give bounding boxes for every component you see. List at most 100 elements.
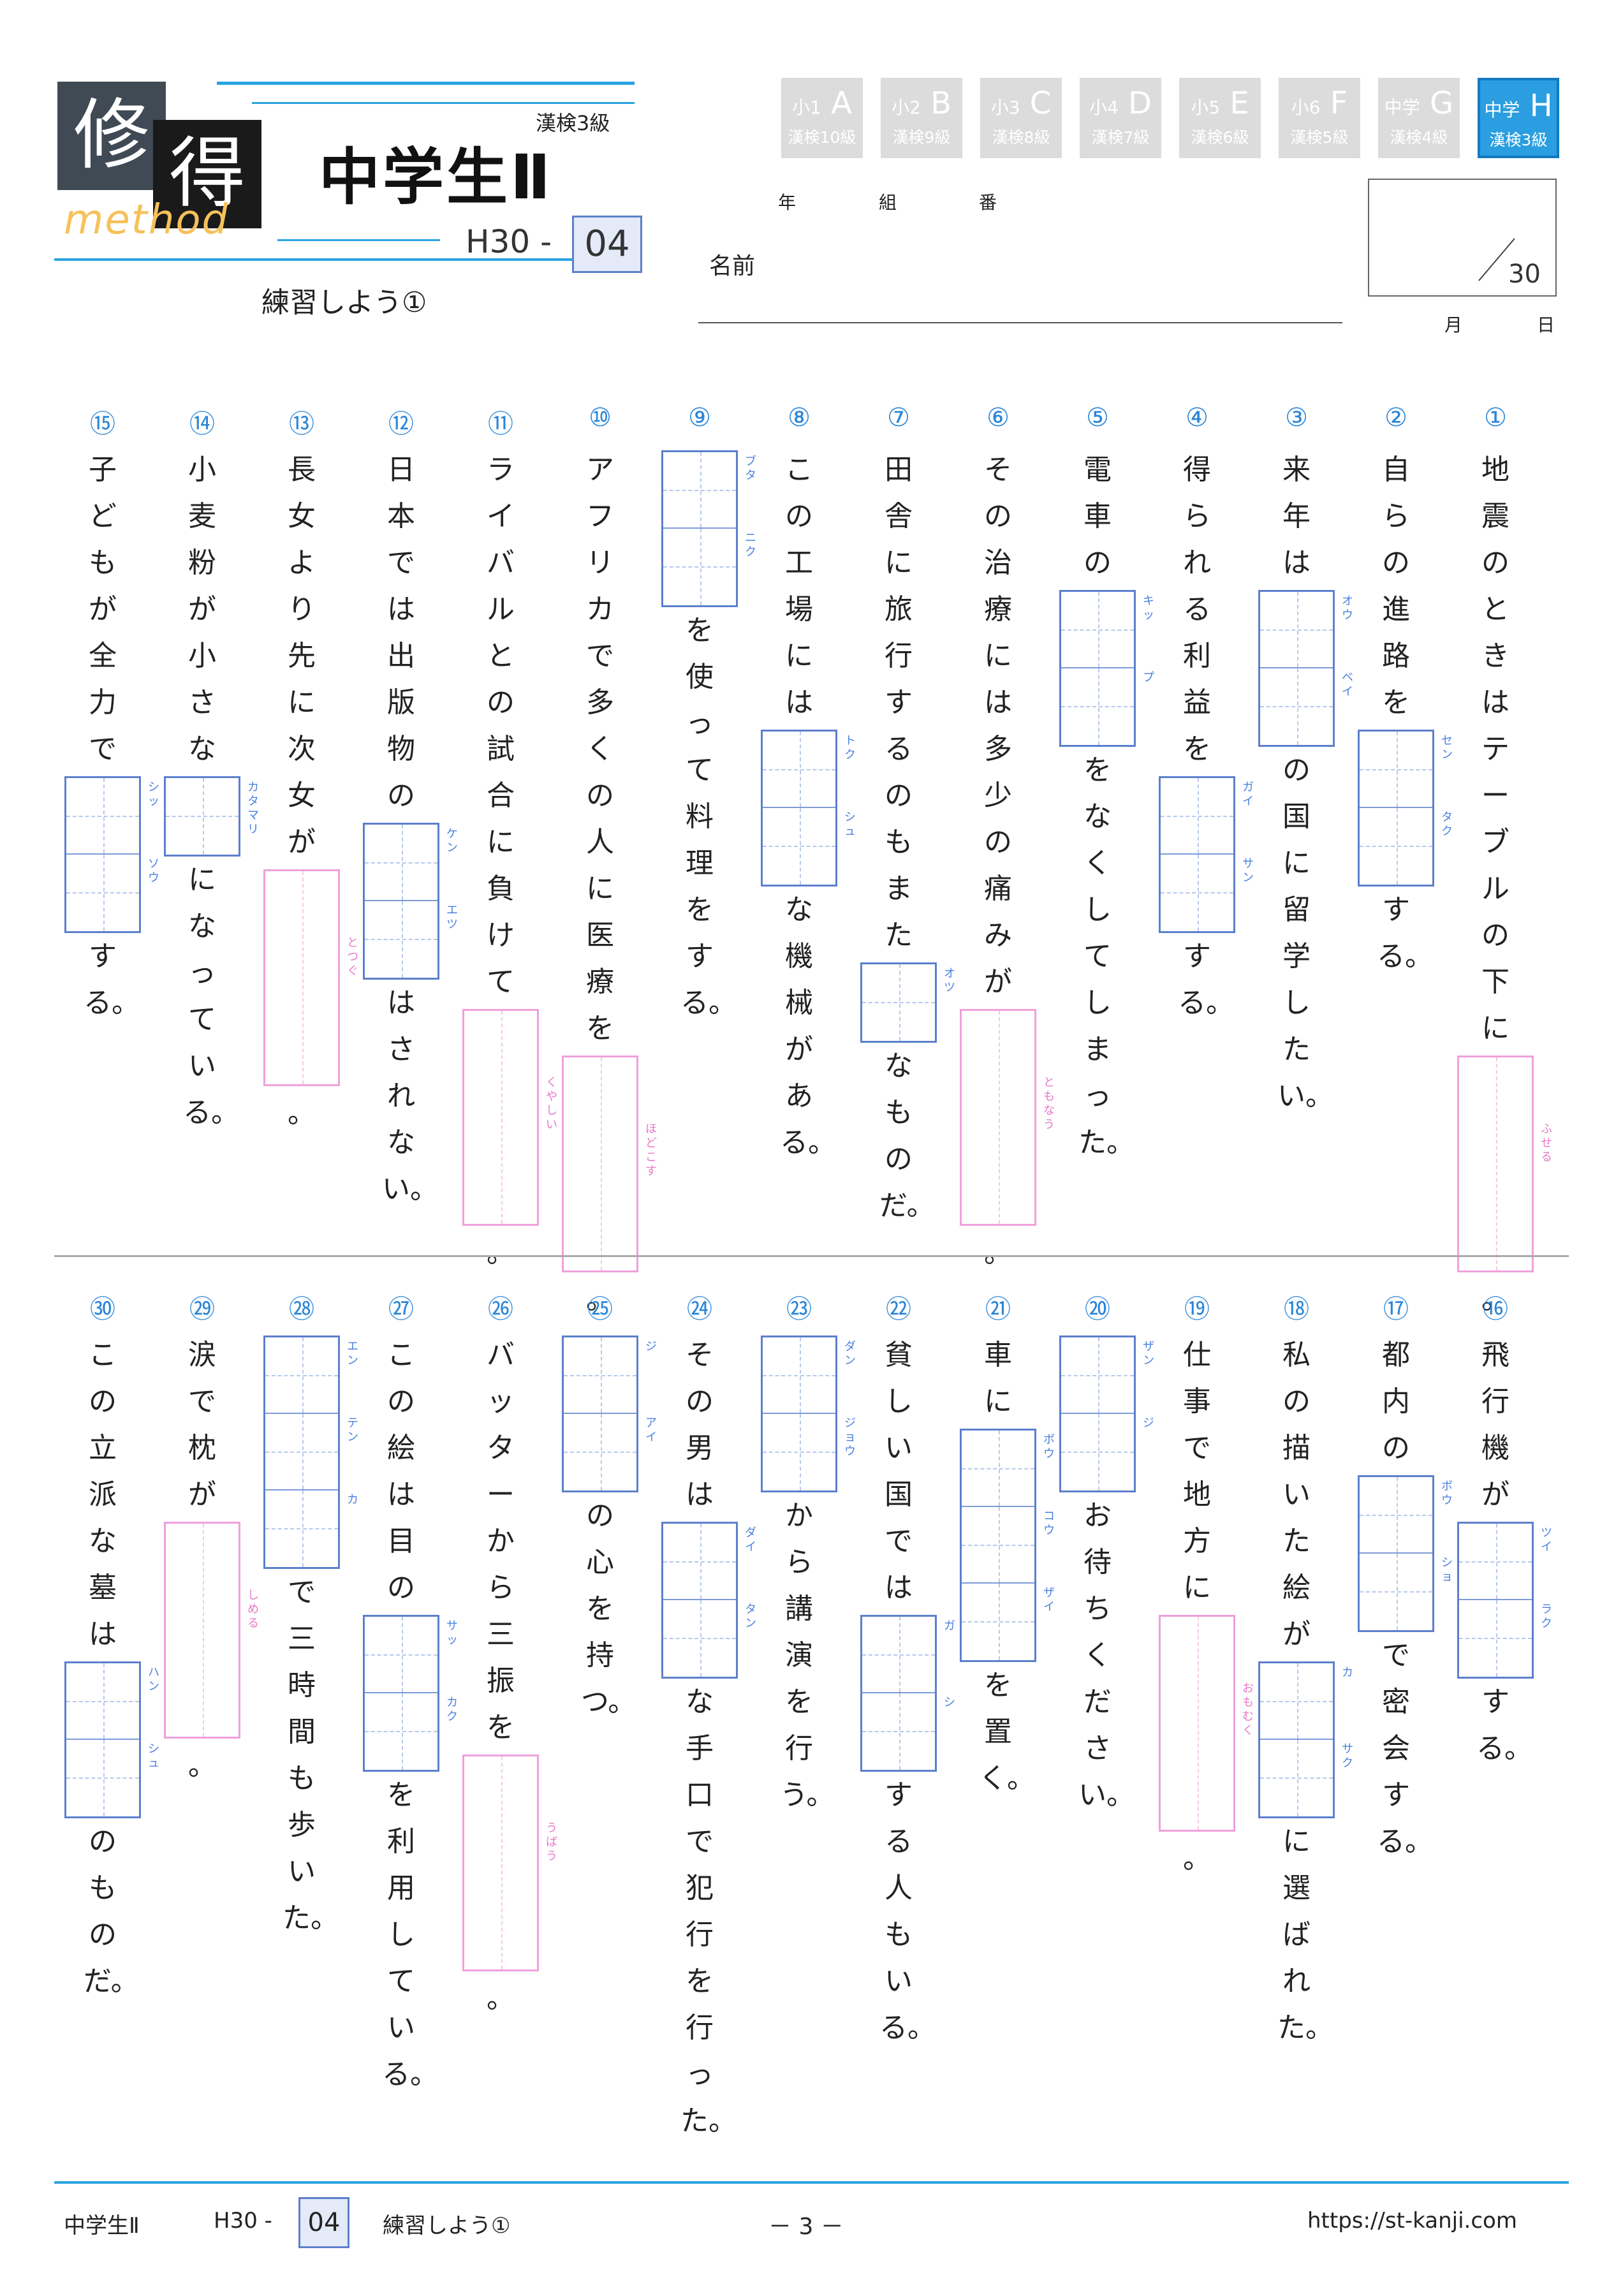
- code-number-box: 04: [572, 216, 642, 273]
- grade-school: 小3: [990, 97, 1020, 118]
- kanji-cell[interactable]: オウ: [1260, 592, 1353, 668]
- kanji-cell[interactable]: テン: [265, 1414, 358, 1490]
- furigana: エツ: [446, 904, 458, 931]
- kanji-cell[interactable]: ソウ: [66, 855, 159, 931]
- kanji-cell[interactable]: ダイ: [663, 1524, 756, 1600]
- kanji-cell[interactable]: セン: [1360, 732, 1453, 808]
- cell-guide: [763, 769, 835, 770]
- furigana: テン: [347, 1417, 358, 1444]
- kanji-cell[interactable]: ニク: [663, 529, 756, 605]
- hiragana-answer-box[interactable]: くやしい: [462, 1009, 557, 1226]
- kanji-cell[interactable]: コウ: [962, 1507, 1055, 1584]
- kanji-answer-box[interactable]: ザンジ: [1059, 1336, 1154, 1492]
- cell-guide: [1297, 1663, 1298, 1739]
- question-text: 子どもが全力で: [89, 453, 117, 765]
- hiragana-answer-box[interactable]: ともなう: [960, 1009, 1055, 1226]
- kanji-cell[interactable]: シュ: [763, 808, 856, 885]
- kanji-answer-box[interactable]: キップ: [1059, 590, 1154, 747]
- cell-guide: [1061, 1452, 1134, 1453]
- kanji-answer-box[interactable]: ダイタン: [661, 1522, 756, 1679]
- kanji-cell[interactable]: サン: [1161, 855, 1254, 931]
- kanji-answer-box[interactable]: シッソウ: [64, 776, 159, 933]
- kanji-answer-box[interactable]: ジアイ: [562, 1336, 657, 1492]
- kanji-cell[interactable]: ボウ: [962, 1431, 1055, 1507]
- question-number: ㉖: [488, 1295, 513, 1324]
- kanji-cell[interactable]: サク: [1260, 1740, 1353, 1816]
- kanji-answer-box[interactable]: オツ: [860, 962, 955, 1043]
- kanji-cell[interactable]: ジ: [564, 1337, 657, 1414]
- kanji-answer-box[interactable]: エンテンカ: [263, 1336, 358, 1569]
- kanji-cell[interactable]: シ: [862, 1693, 955, 1770]
- kanji-cell[interactable]: カク: [365, 1693, 458, 1770]
- kanji-answer-box[interactable]: カタマリ: [164, 776, 259, 857]
- kanji-cell[interactable]: ボウ: [1360, 1477, 1453, 1554]
- kanji-answer-box[interactable]: ツイラク: [1457, 1522, 1552, 1679]
- kanji-answer-box[interactable]: カサク: [1258, 1661, 1353, 1818]
- cell-guide: [203, 1524, 204, 1737]
- hiragana-answer-box[interactable]: ほどこす: [562, 1056, 657, 1272]
- kanji-cell[interactable]: タク: [1360, 808, 1453, 885]
- kanji-cell[interactable]: タン: [663, 1600, 756, 1677]
- kanji-cell[interactable]: トク: [763, 732, 856, 808]
- site-link[interactable]: https://st-kanji.com: [1307, 2208, 1517, 2233]
- kanji-cell[interactable]: ハン: [66, 1663, 159, 1740]
- kanji-answer-box[interactable]: オウベイ: [1258, 590, 1353, 747]
- kanji-answer-box[interactable]: ケンエツ: [363, 823, 458, 980]
- hiragana-answer-box[interactable]: おもむく: [1159, 1615, 1254, 1832]
- kanji-cell[interactable]: ダン: [763, 1337, 856, 1414]
- cell-guide: [1397, 1554, 1398, 1630]
- kanji-answer-box[interactable]: サッカク: [363, 1615, 458, 1772]
- kanji-cell[interactable]: アイ: [564, 1414, 657, 1490]
- kanji-cell[interactable]: ガイ: [1161, 778, 1254, 855]
- kanji-answer-box[interactable]: ブタニク: [661, 450, 756, 607]
- kanji-answer-box[interactable]: ガイサン: [1159, 776, 1254, 933]
- kanji-cell[interactable]: エツ: [365, 901, 458, 978]
- kanji-cell[interactable]: ベイ: [1260, 668, 1353, 745]
- kanji-cell[interactable]: カ: [265, 1490, 358, 1567]
- kanji-cell[interactable]: ザン: [1061, 1337, 1154, 1414]
- kanji-answer-box[interactable]: ボウコウザイ: [960, 1429, 1055, 1662]
- kanji-cell[interactable]: ケン: [365, 825, 458, 901]
- kanji-cell[interactable]: カタマリ: [166, 778, 259, 855]
- kanji-answer-box[interactable]: ボウショ: [1358, 1475, 1453, 1632]
- kanji-cell[interactable]: プ: [1061, 668, 1154, 745]
- kanji-cell[interactable]: シッ: [66, 778, 159, 855]
- kanji-answer-box[interactable]: ダンジョウ: [761, 1336, 856, 1492]
- kanji-answer-box[interactable]: トクシュ: [761, 730, 856, 887]
- kanji-cell[interactable]: ザイ: [962, 1584, 1055, 1660]
- kanji-cell[interactable]: シュ: [66, 1740, 159, 1816]
- hiragana-answer-box[interactable]: しめる: [164, 1522, 259, 1739]
- hiragana-answer-box[interactable]: ふせる: [1457, 1056, 1552, 1272]
- question-text: の国に留学したい。: [1277, 754, 1333, 1112]
- question-text: 電車の: [1083, 453, 1112, 579]
- kanji-cell[interactable]: ラク: [1459, 1600, 1552, 1677]
- kanji-cell[interactable]: カ: [1260, 1663, 1353, 1740]
- kanji-cell[interactable]: キッ: [1061, 592, 1154, 668]
- question-text: する。: [1377, 894, 1433, 973]
- hiragana-answer-box[interactable]: とつぐ: [263, 869, 358, 1086]
- kanji-answer-box[interactable]: ガシ: [860, 1615, 955, 1772]
- hiragana-answer-box[interactable]: うばう: [462, 1755, 557, 1971]
- kanji-cell[interactable]: ツイ: [1459, 1524, 1552, 1600]
- kanji-cell[interactable]: ガ: [862, 1617, 955, 1693]
- kanji-answer-box[interactable]: ハンシュ: [64, 1661, 159, 1818]
- kanji-cell[interactable]: ジョウ: [763, 1414, 856, 1490]
- kanji-cell[interactable]: エン: [265, 1337, 358, 1414]
- kanji-cell[interactable]: サッ: [365, 1617, 458, 1693]
- kanji-cell[interactable]: オツ: [862, 964, 955, 1041]
- kanji-cell[interactable]: ブタ: [663, 452, 756, 529]
- score-box[interactable]: 30: [1368, 179, 1557, 297]
- kanji-cell[interactable]: ショ: [1360, 1554, 1453, 1630]
- kanji-cell[interactable]: ジ: [1061, 1414, 1154, 1490]
- name-field[interactable]: [698, 322, 1342, 323]
- question-text: 涙で枕が: [188, 1339, 216, 1511]
- kanji-answer-box[interactable]: センタク: [1358, 730, 1453, 887]
